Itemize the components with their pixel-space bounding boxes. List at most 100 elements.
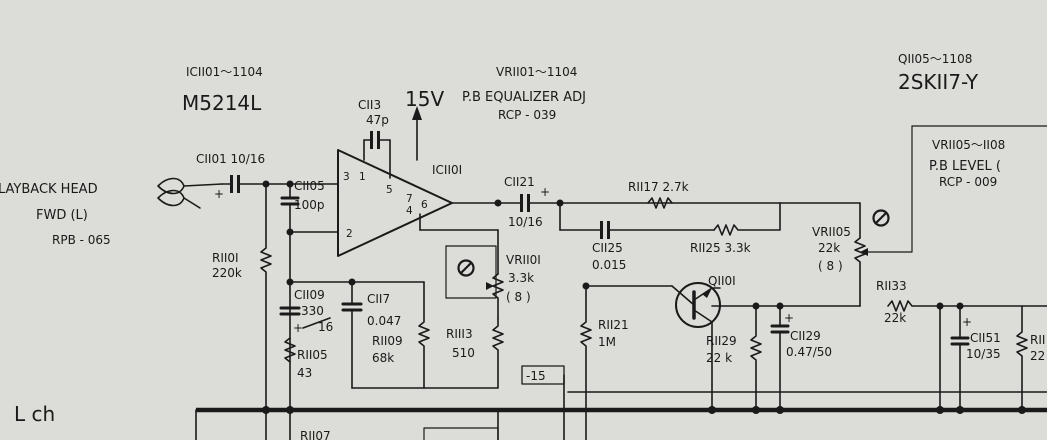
c1105-ref: CII05 bbox=[294, 179, 325, 193]
c1117-val: 0.047 bbox=[367, 314, 401, 328]
c1109-pol: + bbox=[293, 321, 303, 335]
capacitor-c1125 bbox=[600, 221, 715, 239]
ic-pin-1: 1 bbox=[359, 171, 366, 183]
c1105-val: 100p bbox=[294, 198, 325, 212]
ic-pin-7: 7 bbox=[406, 193, 413, 205]
capacitor-c1113 bbox=[363, 131, 391, 179]
resistor-r1125 bbox=[713, 202, 781, 236]
vr1101-b: ( 8 ) bbox=[506, 290, 531, 304]
c1129-pol: + bbox=[784, 311, 794, 325]
resistor-r1113 bbox=[351, 317, 504, 389]
trimmer-vr1105 bbox=[779, 125, 913, 307]
vr-level-ref: VRII05～II08 bbox=[932, 138, 1005, 152]
vr-eq-part: RCP - 039 bbox=[498, 108, 556, 122]
c1121-val: 10/16 bbox=[508, 215, 543, 229]
trimmer-vr1101 bbox=[445, 229, 504, 319]
vr1105-b: ( 8 ) bbox=[818, 259, 843, 273]
c1125-ref: CII25 bbox=[592, 241, 623, 255]
channel-label: L ch bbox=[14, 402, 55, 426]
ic-pin-3: 3 bbox=[343, 171, 350, 183]
ic-ref: ICII0I bbox=[432, 163, 462, 177]
r1133-val: 22k bbox=[884, 311, 906, 325]
r1125-label: RII25 3.3k bbox=[690, 241, 751, 255]
r1129-val: 22 k bbox=[706, 351, 732, 365]
vr-level-name: P.B LEVEL ( bbox=[929, 159, 1001, 174]
capacitor-c1109 bbox=[279, 306, 331, 329]
trimmer-adjust-icon bbox=[457, 259, 475, 277]
r1117-label: RII17 2.7k bbox=[628, 180, 689, 194]
head-label-3: RPB - 065 bbox=[52, 233, 111, 247]
resistor-edge bbox=[1016, 305, 1028, 411]
capacitor-c1117 bbox=[341, 281, 363, 389]
ic-pin-4: 4 bbox=[406, 205, 413, 217]
c1151-pol: + bbox=[962, 315, 972, 329]
r1105-ref: RII05 bbox=[297, 348, 328, 362]
c1151-val: 10/35 bbox=[966, 347, 1001, 361]
capacitor-c1151 bbox=[950, 305, 970, 411]
ic-pin-2: 2 bbox=[346, 228, 353, 240]
r-edge-ref: RII bbox=[1030, 333, 1045, 347]
r1113-val: 510 bbox=[452, 346, 475, 360]
trimmer-adjust-icon bbox=[872, 209, 890, 227]
head-label-2: FWD (L) bbox=[36, 208, 88, 223]
r1109-ref: RII09 bbox=[372, 334, 403, 348]
c1129-ref: CII29 bbox=[790, 329, 821, 343]
r-edge-val: 22 bbox=[1030, 349, 1045, 363]
c1101-polarity: + bbox=[214, 187, 224, 201]
vr-level-part: RCP - 009 bbox=[939, 175, 997, 189]
vr1105-val: 22k bbox=[818, 241, 840, 255]
supply-label: 15V bbox=[405, 87, 444, 111]
vr1101-ref: VRII0I bbox=[506, 253, 541, 267]
r1101-val: 220k bbox=[212, 266, 242, 280]
ic-pin-6: 6 bbox=[421, 199, 428, 211]
head-label-1: LAYBACK HEAD bbox=[0, 182, 98, 197]
r1113-ref: RIII3 bbox=[446, 327, 473, 341]
r1107-label: RII07 bbox=[300, 429, 331, 440]
minus15-label: -15 bbox=[526, 369, 546, 383]
c1101-label: CII01 10/16 bbox=[196, 152, 265, 166]
c1109-rating: 16 bbox=[318, 320, 333, 334]
resistor-r1105 bbox=[284, 337, 296, 363]
r1109-val: 68k bbox=[372, 351, 394, 365]
ic-pin-5: 5 bbox=[386, 184, 393, 196]
resistor-r1101 bbox=[260, 183, 272, 411]
c1109-ref: CII09 bbox=[294, 288, 325, 302]
q-header-ref: QII05～1108 bbox=[898, 52, 972, 66]
resistor-r1109 bbox=[418, 281, 430, 389]
r1133-ref: RII33 bbox=[876, 279, 907, 293]
c1113-ref: CII3 bbox=[358, 98, 381, 112]
capacitor-c1121 bbox=[497, 194, 781, 212]
c1151-ref: CII51 bbox=[970, 331, 1001, 345]
resistor-r1133 bbox=[887, 300, 1047, 312]
capacitor-c1129 bbox=[770, 305, 790, 411]
r1105-val: 43 bbox=[297, 366, 312, 380]
transistor-symbol bbox=[585, 282, 721, 411]
vr-eq-ref: VRII01～1104 bbox=[496, 65, 577, 79]
c1109-val: 330 bbox=[301, 304, 324, 318]
vr-eq-name: P.B EQUALIZER ADJ bbox=[462, 90, 586, 105]
resistor-r1121 bbox=[580, 285, 592, 440]
resistor-r1117 bbox=[647, 197, 673, 209]
vr1105-ref: VRII05 bbox=[812, 225, 851, 239]
opamp-symbol bbox=[337, 149, 453, 257]
ic-header-ref: ICII01～1104 bbox=[186, 65, 263, 79]
arrow-up-icon bbox=[412, 106, 422, 161]
c1121-pol: + bbox=[540, 185, 550, 199]
q-header-part: 2SKII7-Y bbox=[898, 70, 979, 94]
vr1101-val: 3.3k bbox=[508, 271, 534, 285]
c1113-val: 47p bbox=[366, 113, 389, 127]
r1121-ref: RII21 bbox=[598, 318, 629, 332]
c1129-val: 0.47/50 bbox=[786, 345, 832, 359]
c1121-ref: CII21 bbox=[504, 175, 535, 189]
resistor-r1129 bbox=[750, 305, 762, 411]
c1125-val: 0.015 bbox=[592, 258, 626, 272]
c1117-ref: CII7 bbox=[367, 292, 390, 306]
playback-head-symbol bbox=[157, 177, 223, 209]
r1101-ref: RII0I bbox=[212, 251, 239, 265]
q1101-label: QII0I bbox=[708, 274, 736, 288]
r1121-val: 1M bbox=[598, 335, 616, 349]
ic-header-part: M5214L bbox=[182, 91, 262, 115]
r1129-ref: RII29 bbox=[706, 334, 737, 348]
